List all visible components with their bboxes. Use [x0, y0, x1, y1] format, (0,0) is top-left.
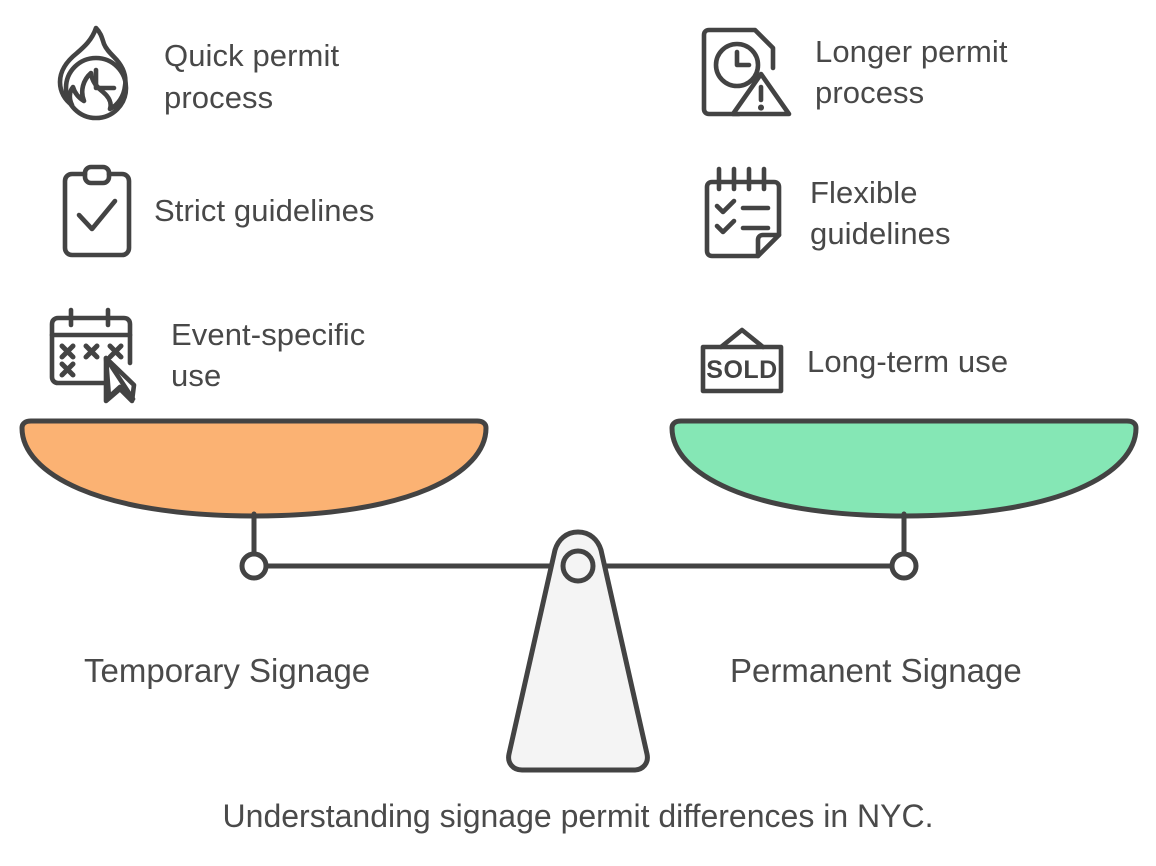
pan-left — [19, 418, 489, 519]
feature-label: Flexible guidelines — [810, 174, 951, 251]
feature-label: Longer permit process — [815, 33, 1008, 110]
feature-flexible-guidelines: Flexible guidelines — [700, 163, 1156, 263]
feature-label: Event-specific use — [171, 316, 366, 393]
fire-clock-icon — [48, 22, 144, 131]
feature-event-specific-use: Event-specific use — [46, 305, 516, 405]
fulcrum-pivot — [560, 548, 596, 584]
notepad-checklist-icon — [704, 166, 782, 259]
feature-longer-permit-process: Longer permit process — [697, 22, 1156, 122]
fulcrum — [506, 529, 650, 773]
sold-text: SOLD — [706, 356, 777, 384]
document-clock-warning-icon — [701, 27, 792, 117]
hanger-ring-right — [889, 551, 919, 581]
pan-right — [669, 418, 1139, 519]
diagram-caption: Understanding signage permit differences… — [222, 798, 934, 834]
feature-label: Strict guidelines — [154, 193, 375, 229]
calendar-pen-icon — [49, 307, 137, 404]
sold-sign-icon: SOLD — [700, 327, 784, 394]
clipboard-check-icon — [62, 164, 132, 258]
pan-label-permanent-signage: Permanent Signage — [730, 652, 1022, 689]
feature-label: Quick permit process — [164, 38, 340, 115]
pan-label-temporary-signage: Temporary Signage — [84, 652, 371, 689]
hanger-ring-left — [239, 551, 269, 581]
feature-label: Long-term use — [807, 344, 1009, 380]
balance-scale — [19, 418, 1139, 773]
feature-long-term-use: SOLD Long-term use — [697, 327, 1156, 397]
feature-strict-guidelines: Strict guidelines — [60, 163, 530, 259]
feature-quick-permit-process: Quick permit process — [48, 22, 518, 131]
